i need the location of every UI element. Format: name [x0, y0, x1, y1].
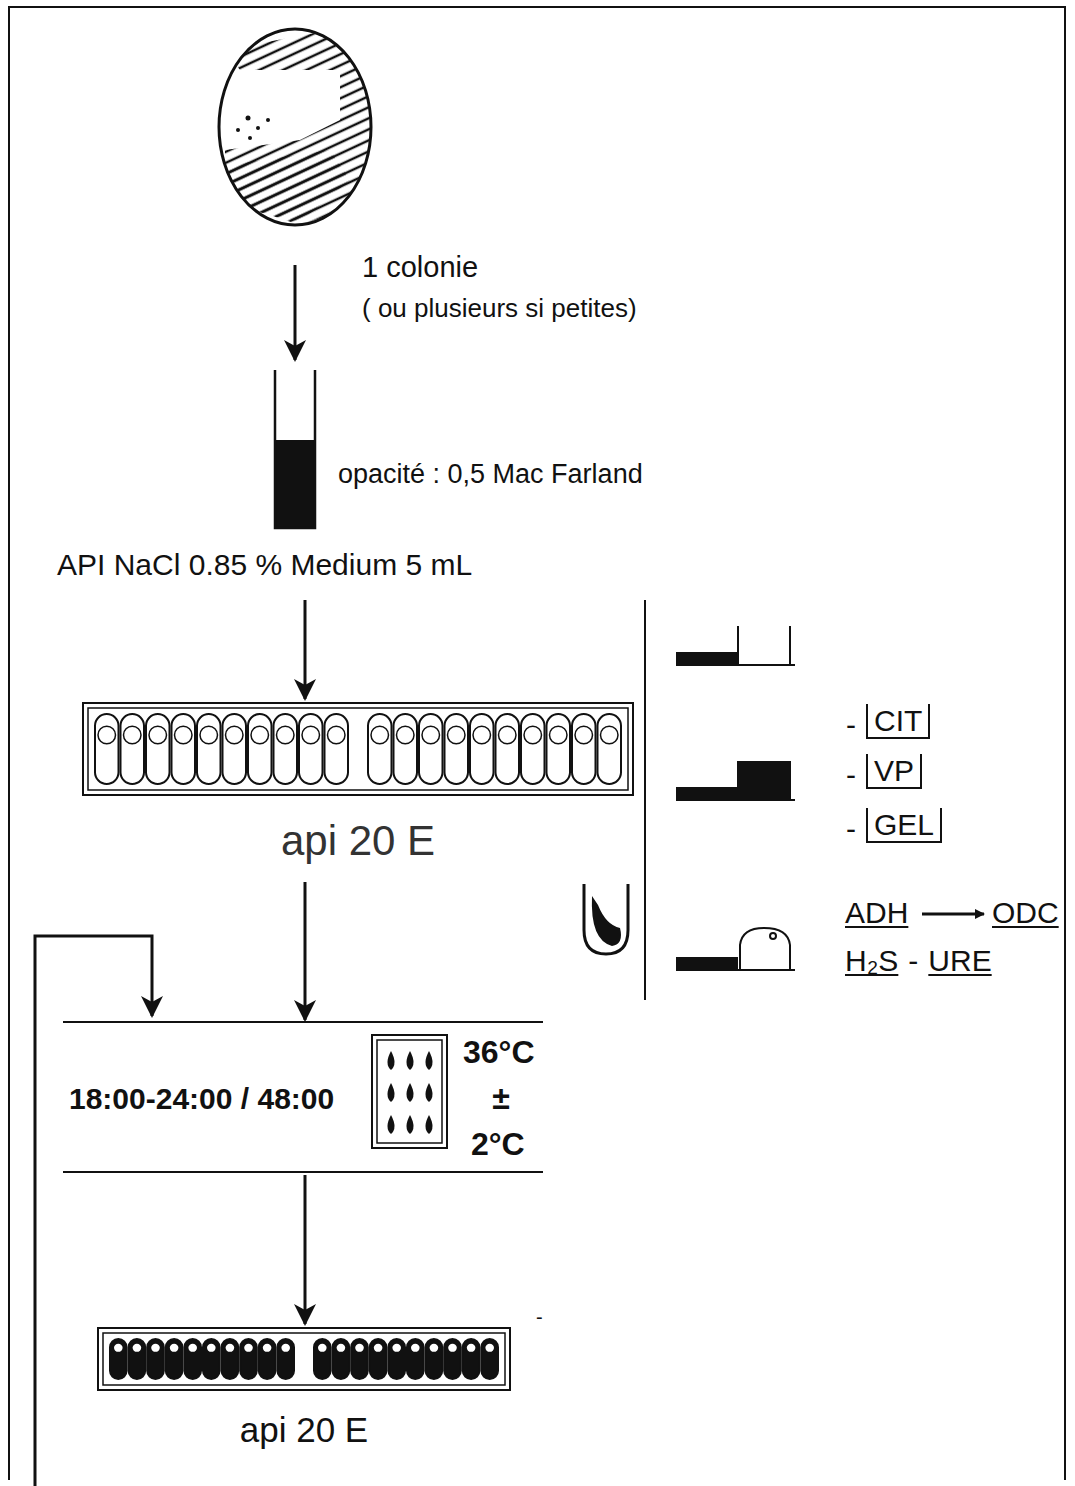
flow-arrow — [304, 600, 307, 699]
drop — [388, 1115, 395, 1134]
node-text: ± — [492, 1081, 510, 1116]
drop — [407, 1051, 414, 1070]
oil-drop-icon — [584, 884, 628, 954]
band-line — [63, 1021, 543, 1023]
drop — [407, 1083, 414, 1102]
petri-dish — [219, 29, 372, 225]
label: ( ou plusieurs si petites) — [362, 294, 637, 323]
node-text: API NaCl 0.85 % Medium 5 mL — [57, 548, 472, 581]
node-text: api 20 E — [240, 1411, 368, 1450]
test-code: GEL — [866, 808, 942, 843]
strip-outline — [82, 702, 634, 796]
node-text: 36°C — [463, 1035, 535, 1070]
flow-arrow — [304, 1175, 307, 1324]
drop — [388, 1051, 395, 1070]
test-code: URE — [928, 944, 991, 977]
separator — [644, 600, 646, 1000]
api-strip: api 20 E — [82, 702, 634, 878]
incubator-icon — [372, 1035, 447, 1148]
drop — [426, 1051, 433, 1070]
arrow — [294, 265, 297, 360]
drop — [407, 1115, 414, 1134]
cupule-symbols — [676, 626, 795, 970]
api-strip: api 20 E — [97, 1327, 511, 1475]
label: - — [536, 1306, 543, 1328]
node-text: 18:00-24:00 / 48:00 — [69, 1082, 334, 1115]
drop — [426, 1083, 433, 1102]
test-code: CIT — [866, 704, 930, 739]
arrow — [922, 913, 984, 916]
node-text: opacité : 0,5 Mac Farland — [338, 460, 643, 490]
label: - — [846, 812, 856, 845]
label: - — [846, 708, 856, 741]
drop — [426, 1115, 433, 1134]
node-text: 2°C — [471, 1127, 525, 1162]
test-code: ODC — [992, 896, 1059, 929]
drop — [388, 1083, 395, 1102]
flow-arrow — [304, 882, 307, 1020]
strip-outline — [97, 1327, 511, 1391]
incubation-band: 18:00-24:00 / 48:00 36°C ±2°C — [63, 1023, 543, 1171]
test-code: H₂S — [845, 944, 898, 977]
test-code: ADH — [845, 896, 908, 929]
label: - — [908, 944, 918, 977]
test-code: VP — [866, 754, 922, 789]
label: - — [846, 758, 856, 791]
band-line — [63, 1171, 543, 1173]
label: 1 colonie — [362, 252, 478, 284]
return-line — [35, 936, 152, 1486]
node-text: api 20 E — [281, 818, 435, 864]
suspension-tube: opacité : 0,5 Mac FarlandAPI NaCl 0.85 %… — [57, 370, 677, 596]
